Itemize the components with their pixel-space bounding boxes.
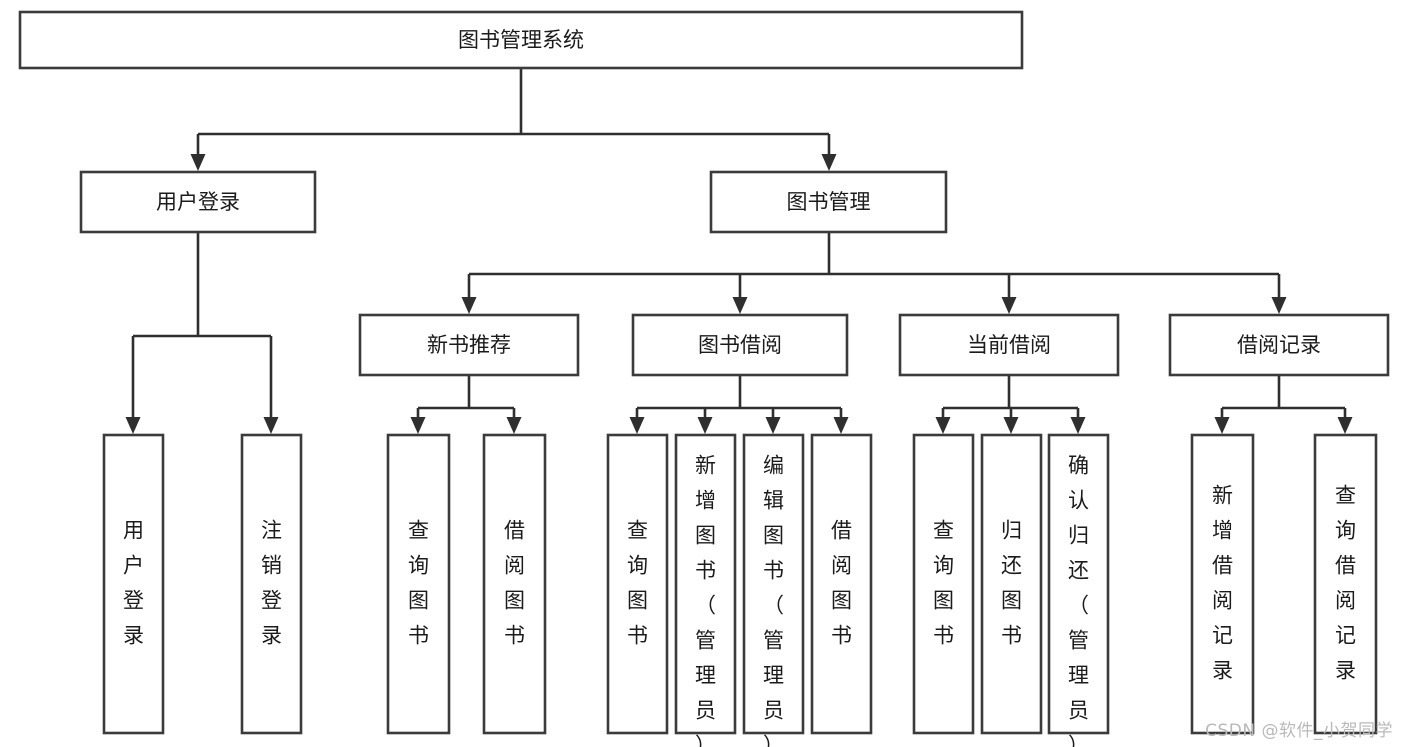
node-label: 编辑图书（管理员） bbox=[763, 454, 784, 747]
arrow-head-icon bbox=[821, 154, 837, 171]
node-leaf-query-book-new[interactable]: 查询图书 bbox=[386, 433, 451, 735]
connector-newbook-to-leaves bbox=[410, 375, 522, 434]
node-leaf-add-book-admin[interactable]: 新增图书（管理员） bbox=[674, 433, 737, 747]
node-root-title[interactable]: 图书管理系统 bbox=[18, 10, 1024, 70]
node-leaf-return-book[interactable]: 归还图书 bbox=[980, 433, 1043, 735]
node-leaf-query-borrow-record[interactable]: 查询借阅记录 bbox=[1313, 433, 1378, 735]
node-label: 查询图书 bbox=[408, 519, 429, 648]
arrow-head-icon bbox=[1070, 417, 1086, 434]
arrow-head-icon bbox=[506, 417, 522, 434]
arrow-head-icon bbox=[833, 417, 849, 434]
node-leaf-confirm-return-admin[interactable]: 确认归还（管理员） bbox=[1047, 433, 1110, 747]
node-label: 图书借阅 bbox=[698, 333, 782, 357]
node-leaf-query-book-current[interactable]: 查询图书 bbox=[912, 433, 975, 735]
connector-layer bbox=[125, 68, 1353, 434]
arrow-head-icon bbox=[125, 417, 141, 434]
node-label: 新增图书（管理员） bbox=[695, 454, 716, 747]
node-leaf-add-borrow-record[interactable]: 新增借阅记录 bbox=[1190, 433, 1255, 735]
node-label: 借阅记录 bbox=[1237, 333, 1321, 357]
node-label: 用户登录 bbox=[156, 190, 240, 214]
arrow-head-icon bbox=[629, 417, 645, 434]
arrow-head-icon bbox=[697, 417, 713, 434]
arrow-head-icon bbox=[1271, 297, 1287, 314]
arrow-head-icon bbox=[410, 417, 426, 434]
node-label: 确认归还（管理员） bbox=[1068, 454, 1089, 747]
arrow-head-icon bbox=[263, 417, 279, 434]
node-label: 查询图书 bbox=[627, 519, 648, 648]
node-leaf-query-book-borrow[interactable]: 查询图书 bbox=[606, 433, 669, 735]
arrow-head-icon bbox=[1003, 417, 1019, 434]
node-leaf-borrow-book[interactable]: 借阅图书 bbox=[810, 433, 873, 735]
node-layer: 图书管理系统用户登录图书管理新书推荐图书借阅当前借阅借阅记录用户登录注销登录查询… bbox=[18, 10, 1390, 747]
node-label: 注销登录 bbox=[261, 519, 282, 648]
arrow-head-icon bbox=[190, 154, 206, 171]
node-borrow-record[interactable]: 借阅记录 bbox=[1168, 313, 1390, 377]
arrow-head-icon bbox=[1214, 417, 1230, 434]
node-book-manage[interactable]: 图书管理 bbox=[709, 170, 948, 234]
node-label: 用户登录 bbox=[123, 519, 144, 648]
node-label: 查询借阅记录 bbox=[1335, 484, 1356, 683]
node-label: 归还图书 bbox=[1001, 519, 1022, 648]
node-label: 新书推荐 bbox=[427, 333, 511, 357]
node-label: 查询图书 bbox=[933, 519, 954, 648]
connector-bookmanage-to-level3 bbox=[461, 232, 1287, 314]
connector-userlogin-to-leaves bbox=[125, 232, 279, 434]
connector-borrowrecord-to-leaves bbox=[1214, 375, 1353, 434]
arrow-head-icon bbox=[732, 297, 748, 314]
node-current-borrow[interactable]: 当前借阅 bbox=[898, 313, 1120, 377]
node-label: 借阅图书 bbox=[831, 519, 852, 648]
connector-bookborrow-to-leaves bbox=[629, 375, 849, 434]
connector-root-to-level2 bbox=[190, 68, 837, 171]
arrow-head-icon bbox=[1337, 417, 1353, 434]
arrow-head-icon bbox=[935, 417, 951, 434]
node-new-book-recommend[interactable]: 新书推荐 bbox=[358, 313, 580, 377]
node-label: 当前借阅 bbox=[967, 333, 1051, 357]
node-leaf-borrow-book-new[interactable]: 借阅图书 bbox=[482, 433, 547, 735]
node-leaf-logout[interactable]: 注销登录 bbox=[240, 433, 303, 735]
node-leaf-user-login[interactable]: 用户登录 bbox=[102, 433, 165, 735]
connector-currentborrow-to-leaves bbox=[935, 375, 1086, 434]
node-label: 图书管理 bbox=[787, 190, 871, 214]
node-leaf-edit-book-admin[interactable]: 编辑图书（管理员） bbox=[742, 433, 805, 747]
node-book-borrow[interactable]: 图书借阅 bbox=[631, 313, 849, 377]
arrow-head-icon bbox=[765, 417, 781, 434]
node-label: 新增借阅记录 bbox=[1212, 484, 1233, 683]
node-user-login[interactable]: 用户登录 bbox=[79, 170, 317, 234]
node-label: 借阅图书 bbox=[504, 519, 525, 648]
arrow-head-icon bbox=[1001, 297, 1017, 314]
arrow-head-icon bbox=[461, 297, 477, 314]
node-label: 图书管理系统 bbox=[458, 28, 584, 52]
